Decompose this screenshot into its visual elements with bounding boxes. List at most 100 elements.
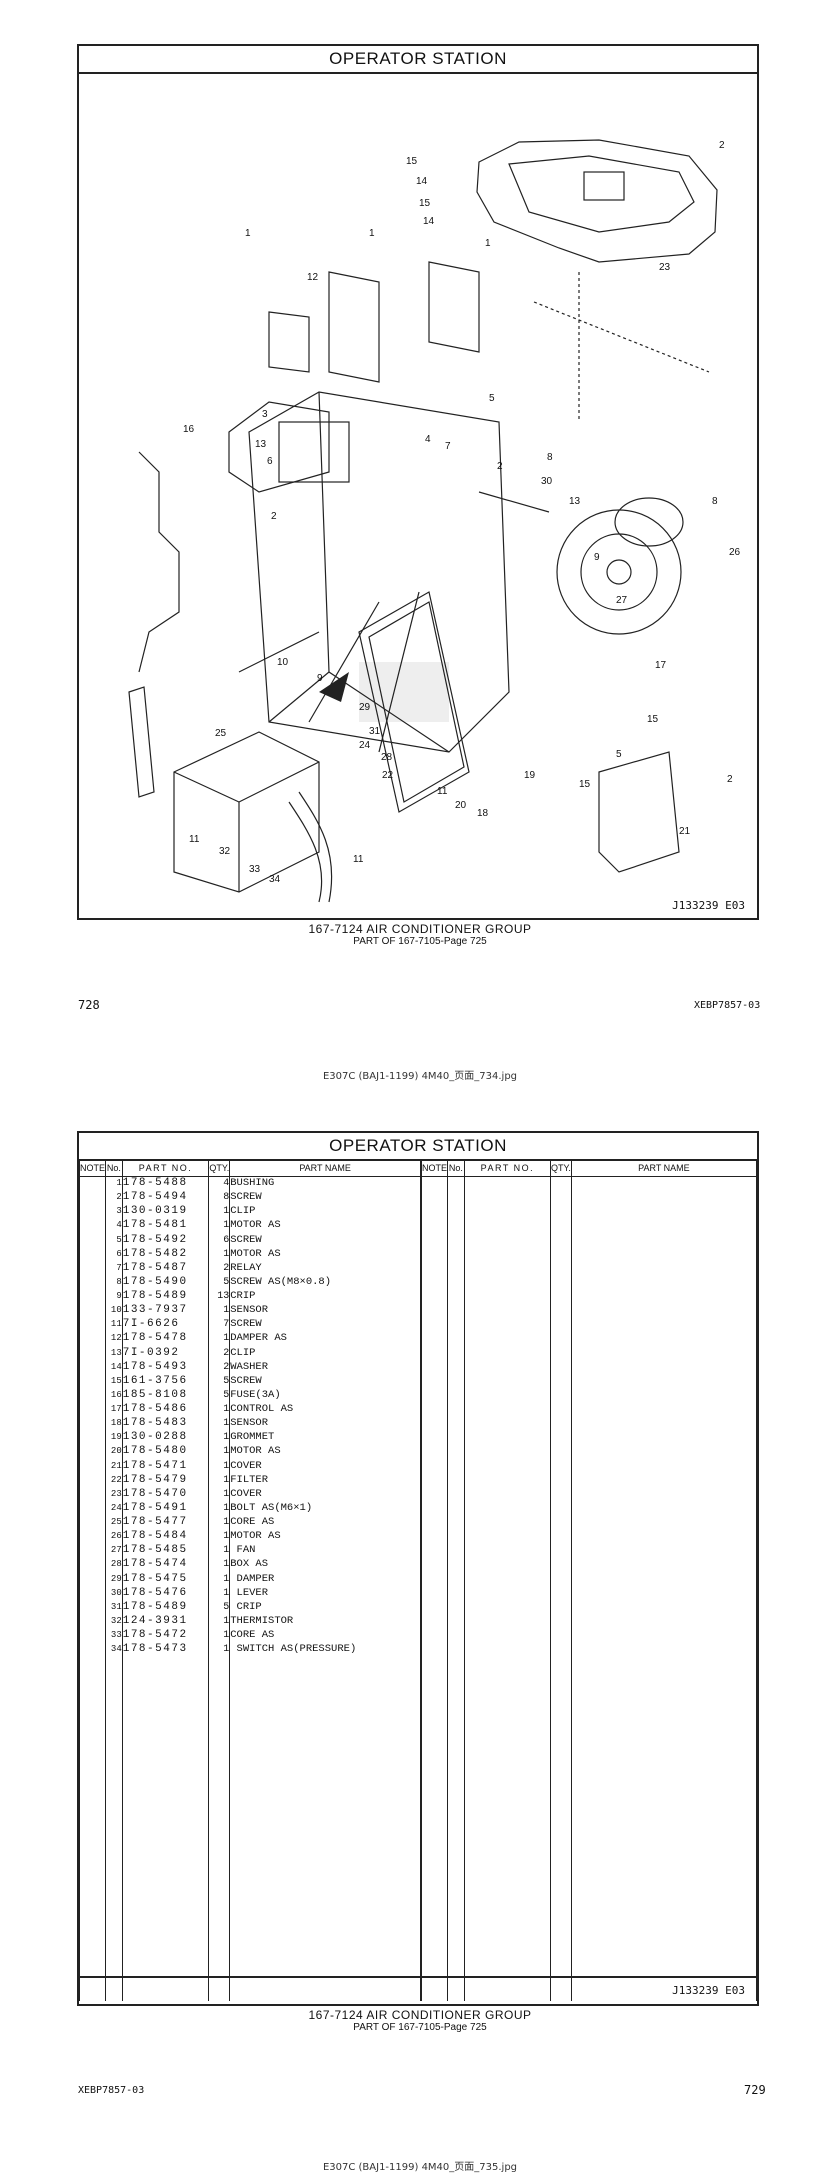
note-cell bbox=[78, 1360, 107, 1375]
note-cell bbox=[78, 1346, 107, 1361]
quantity-cell: 1 bbox=[208, 1614, 231, 1629]
svg-text:14: 14 bbox=[416, 176, 428, 187]
part-number-cell: 133-7937 bbox=[121, 1304, 210, 1319]
svg-text:8: 8 bbox=[547, 452, 553, 463]
quantity-cell: 1 bbox=[208, 1487, 231, 1502]
note-cell bbox=[78, 1614, 107, 1629]
quantity-cell: 4 bbox=[208, 1176, 231, 1192]
table-footer: J133239 E03 bbox=[79, 1976, 757, 2004]
empty-cell bbox=[121, 1657, 210, 2001]
svg-text:3: 3 bbox=[262, 409, 268, 420]
svg-text:6: 6 bbox=[267, 456, 273, 467]
part-number-cell: 130-0288 bbox=[121, 1431, 210, 1446]
quantity-cell: 1 bbox=[208, 1629, 231, 1644]
svg-text:33: 33 bbox=[249, 864, 261, 875]
part-number-cell: 178-5483 bbox=[121, 1417, 210, 1432]
svg-text:2: 2 bbox=[497, 461, 503, 472]
part-name-cell: SCREW bbox=[229, 1318, 421, 1333]
part-name-cell: MOTOR AS bbox=[229, 1247, 421, 1262]
note-cell bbox=[78, 1445, 107, 1460]
svg-text:2: 2 bbox=[719, 140, 725, 151]
empty-cell bbox=[208, 1657, 231, 2001]
part-number-cell: 178-5487 bbox=[121, 1261, 210, 1276]
note-cell bbox=[78, 1643, 107, 1658]
part-number-cell: 178-5489 bbox=[121, 1290, 210, 1305]
svg-text:5: 5 bbox=[489, 393, 495, 404]
empty-cell bbox=[229, 1657, 421, 2001]
note-cell bbox=[78, 1431, 107, 1446]
empty-cell bbox=[420, 1176, 449, 2001]
item-number-cell: 21 bbox=[105, 1459, 123, 1474]
quantity-cell: 1 bbox=[208, 1572, 231, 1587]
item-number-cell: 5 bbox=[105, 1233, 123, 1248]
note-cell bbox=[78, 1275, 107, 1290]
part-name-cell: LEVER bbox=[229, 1586, 421, 1601]
svg-text:32: 32 bbox=[219, 846, 231, 857]
part-number-cell: 178-5490 bbox=[121, 1275, 210, 1290]
part-number-cell: 178-5470 bbox=[121, 1487, 210, 1502]
empty-cell bbox=[463, 1176, 552, 2001]
item-number-cell: 17 bbox=[105, 1403, 123, 1418]
svg-text:15: 15 bbox=[419, 198, 431, 209]
svg-text:11: 11 bbox=[189, 834, 200, 845]
part-name-cell: FUSE(3A) bbox=[229, 1388, 421, 1403]
part-name-cell: SENSOR bbox=[229, 1417, 421, 1432]
item-number-cell: 12 bbox=[105, 1332, 123, 1347]
part-number-cell: 178-5478 bbox=[121, 1332, 210, 1347]
note-cell bbox=[78, 1586, 107, 1601]
header-note: NOTE bbox=[78, 1161, 107, 1177]
svg-text:22: 22 bbox=[382, 770, 394, 781]
page-number-2: 729 bbox=[744, 2083, 766, 2097]
svg-text:17: 17 bbox=[655, 660, 667, 671]
part-number-cell: 178-5484 bbox=[121, 1530, 210, 1545]
part-name-cell: CLIP bbox=[229, 1346, 421, 1361]
quantity-cell: 1 bbox=[208, 1219, 231, 1234]
quantity-cell: 1 bbox=[208, 1205, 231, 1220]
quantity-cell: 7 bbox=[208, 1318, 231, 1333]
note-cell bbox=[78, 1205, 107, 1220]
part-name-cell: MOTOR AS bbox=[229, 1530, 421, 1545]
quantity-cell: 1 bbox=[208, 1431, 231, 1446]
header-part-no-right: PART NO. bbox=[463, 1161, 552, 1177]
part-name-cell: COVER bbox=[229, 1459, 421, 1474]
svg-text:7: 7 bbox=[445, 441, 451, 452]
part-number-cell: 178-5477 bbox=[121, 1516, 210, 1531]
svg-text:28: 28 bbox=[381, 752, 393, 763]
doc-code: XEBP7857-03 bbox=[694, 1000, 761, 1011]
quantity-cell: 6 bbox=[208, 1233, 231, 1248]
item-number-cell: 20 bbox=[105, 1445, 123, 1460]
svg-text:30: 30 bbox=[541, 476, 553, 487]
part-number-cell: 178-5486 bbox=[121, 1403, 210, 1418]
part-name-cell: COVER bbox=[229, 1487, 421, 1502]
item-number-cell: 14 bbox=[105, 1360, 123, 1375]
item-number-cell: 8 bbox=[105, 1275, 123, 1290]
part-name-cell: WASHER bbox=[229, 1360, 421, 1375]
item-number-cell: 29 bbox=[105, 1572, 123, 1587]
item-number-cell: 30 bbox=[105, 1586, 123, 1601]
note-cell bbox=[78, 1318, 107, 1333]
figure-id: J133239 E03 bbox=[672, 899, 745, 912]
svg-text:9: 9 bbox=[594, 552, 600, 563]
svg-text:2: 2 bbox=[727, 774, 733, 785]
note-cell bbox=[78, 1417, 107, 1432]
part-number-cell: 178-5481 bbox=[121, 1219, 210, 1234]
note-cell bbox=[78, 1629, 107, 1644]
note-cell bbox=[78, 1176, 107, 1192]
part-number-cell: 178-5491 bbox=[121, 1501, 210, 1516]
figure-id-2: J133239 E03 bbox=[672, 1984, 745, 1997]
quantity-cell: 1 bbox=[208, 1403, 231, 1418]
file-name: E307C (BAJ1-1199) 4M40_页面_734.jpg bbox=[322, 1071, 518, 1082]
quantity-cell: 1 bbox=[208, 1247, 231, 1262]
part-name-cell: MOTOR AS bbox=[229, 1219, 421, 1234]
note-cell bbox=[78, 1403, 107, 1418]
part-number-cell: 178-5473 bbox=[121, 1643, 210, 1658]
